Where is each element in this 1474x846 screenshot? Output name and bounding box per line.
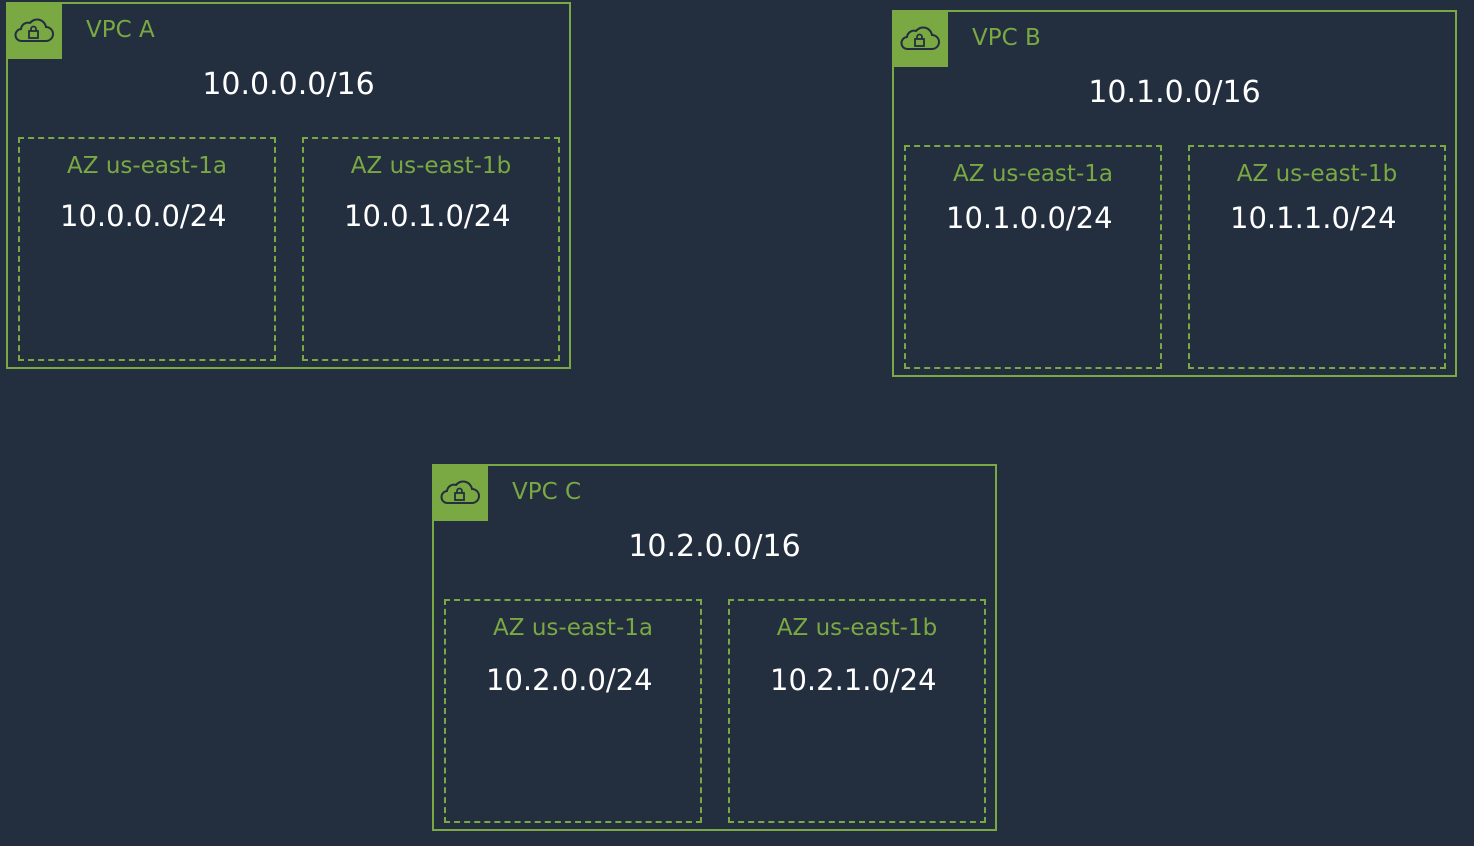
vpc-name: VPC C xyxy=(512,479,582,505)
az-group-us-east-1a[interactable]: AZ us-east-1a 10.2.0.0/24 xyxy=(444,599,702,823)
az-name: AZ us-east-1b xyxy=(776,615,938,641)
az-group-us-east-1b[interactable]: AZ us-east-1b 10.0.1.0/24 xyxy=(302,137,560,361)
subnet-cidr: 10.2.0.0/24 xyxy=(486,663,653,697)
subnet-cidr: 10.2.1.0/24 xyxy=(770,663,937,697)
vpc-cidr: 10.1.0.0/16 xyxy=(1088,75,1261,110)
az-name: AZ us-east-1b xyxy=(350,153,512,179)
vpc-cloud-lock-icon xyxy=(892,10,948,67)
subnet-cidr: 10.0.0.0/24 xyxy=(60,199,227,233)
az-group-us-east-1a[interactable]: AZ us-east-1a 10.1.0.0/24 xyxy=(904,145,1162,369)
subnet-cidr: 10.1.1.0/24 xyxy=(1230,201,1397,235)
vpc-b-group[interactable]: VPC B 10.1.0.0/16 AZ us-east-1a 10.1.0.0… xyxy=(892,10,1457,377)
az-name: AZ us-east-1a xyxy=(67,153,227,179)
az-group-us-east-1b[interactable]: AZ us-east-1b 10.1.1.0/24 xyxy=(1188,145,1446,369)
az-name: AZ us-east-1a xyxy=(493,615,653,641)
vpc-cidr: 10.0.0.0/16 xyxy=(202,67,375,102)
vpc-cidr: 10.2.0.0/16 xyxy=(628,529,801,564)
vpc-a-group[interactable]: VPC A 10.0.0.0/16 AZ us-east-1a 10.0.0.0… xyxy=(6,2,571,369)
vpc-cloud-lock-icon xyxy=(6,2,62,59)
az-name: AZ us-east-1b xyxy=(1236,161,1398,187)
az-name: AZ us-east-1a xyxy=(953,161,1113,187)
az-group-us-east-1b[interactable]: AZ us-east-1b 10.2.1.0/24 xyxy=(728,599,986,823)
vpc-cloud-lock-icon xyxy=(432,464,488,521)
vpc-name: VPC B xyxy=(972,25,1041,51)
az-group-us-east-1a[interactable]: AZ us-east-1a 10.0.0.0/24 xyxy=(18,137,276,361)
subnet-cidr: 10.1.0.0/24 xyxy=(946,201,1113,235)
vpc-name: VPC A xyxy=(86,17,155,43)
vpc-c-group[interactable]: VPC C 10.2.0.0/16 AZ us-east-1a 10.2.0.0… xyxy=(432,464,997,831)
subnet-cidr: 10.0.1.0/24 xyxy=(344,199,511,233)
